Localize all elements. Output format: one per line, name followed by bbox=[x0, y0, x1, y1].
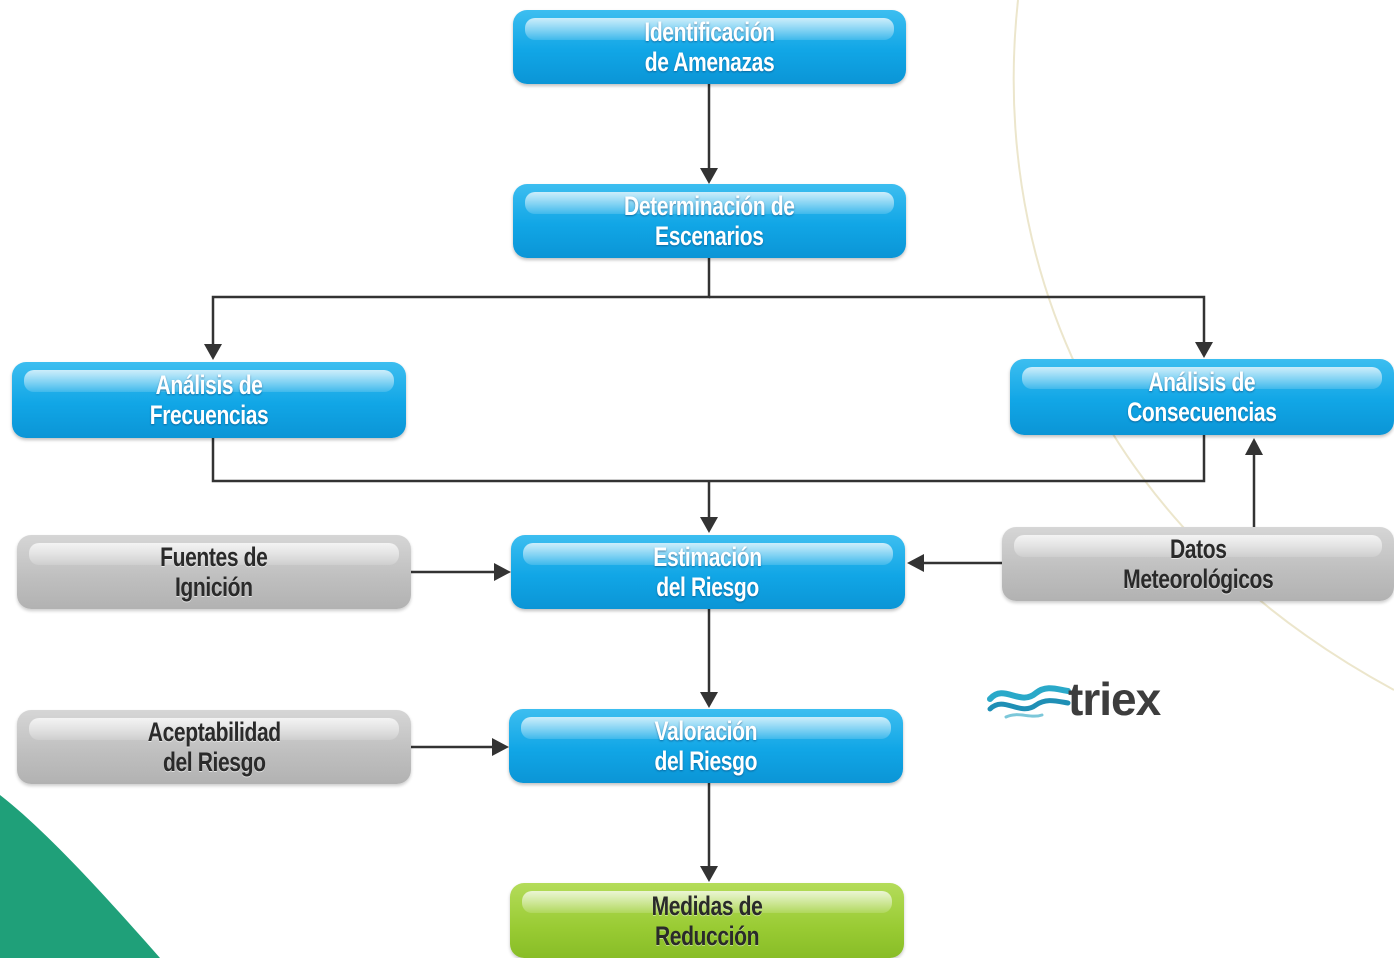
arrowhead-escenarios bbox=[700, 168, 718, 184]
arrowhead-datos-estimacion bbox=[907, 554, 924, 572]
node-label: Datos Meteorológicos bbox=[1122, 534, 1274, 594]
node-analisis-frecuencias: Análisis de Frecuencias bbox=[12, 362, 406, 438]
node-analisis-consecuencias: Análisis de Consecuencias bbox=[1010, 359, 1394, 435]
arrowhead-valoracion bbox=[700, 692, 718, 708]
node-determinacion-escenarios: Determinación de Escenarios bbox=[513, 184, 906, 258]
node-aceptabilidad-riesgo: Aceptabilidad del Riesgo bbox=[17, 710, 411, 784]
node-valoracion-riesgo: Valoración del Riesgo bbox=[509, 709, 903, 783]
connector-frecuencias-merge bbox=[211, 435, 1206, 483]
arrowhead-estimacion-top bbox=[700, 517, 718, 533]
arrowhead-frecuencias bbox=[204, 344, 222, 360]
node-datos-meteorologicos: Datos Meteorológicos bbox=[1002, 527, 1394, 601]
connector-escenarios-branch bbox=[211, 258, 711, 346]
triex-logo: triex bbox=[986, 673, 1186, 725]
arrowhead-consecuencias bbox=[1195, 342, 1213, 358]
node-label: Análisis de Consecuencias bbox=[1127, 367, 1277, 427]
node-medidas-reduccion: Medidas de Reducción bbox=[510, 883, 904, 958]
node-label: Análisis de Frecuencias bbox=[149, 370, 269, 430]
node-label: Identificación de Amenazas bbox=[644, 17, 775, 77]
arrowhead-fuentes-estimacion bbox=[494, 563, 511, 581]
node-label: Determinación de Escenarios bbox=[624, 191, 795, 251]
node-label: Medidas de Reducción bbox=[651, 890, 763, 951]
arrowhead-datos-consecuencias bbox=[1245, 438, 1263, 455]
node-label: Estimación del Riesgo bbox=[653, 542, 763, 602]
connector-escenarios-consecuencias bbox=[709, 295, 1206, 343]
node-label: Aceptabilidad del Riesgo bbox=[147, 717, 281, 777]
node-label: Fuentes de Ignición bbox=[160, 542, 268, 602]
arrowhead-aceptabilidad-valoracion bbox=[492, 738, 509, 756]
wave-icon bbox=[987, 685, 1071, 719]
arrowhead-medidas bbox=[700, 866, 718, 882]
node-label: Valoración del Riesgo bbox=[654, 716, 758, 776]
node-identificacion-amenazas: Identificación de Amenazas bbox=[513, 10, 906, 84]
logo-text: triex bbox=[1068, 673, 1161, 725]
background-green-corner bbox=[0, 795, 160, 958]
node-fuentes-ignicion: Fuentes de Ignición bbox=[17, 535, 411, 609]
node-estimacion-riesgo: Estimación del Riesgo bbox=[511, 535, 905, 609]
